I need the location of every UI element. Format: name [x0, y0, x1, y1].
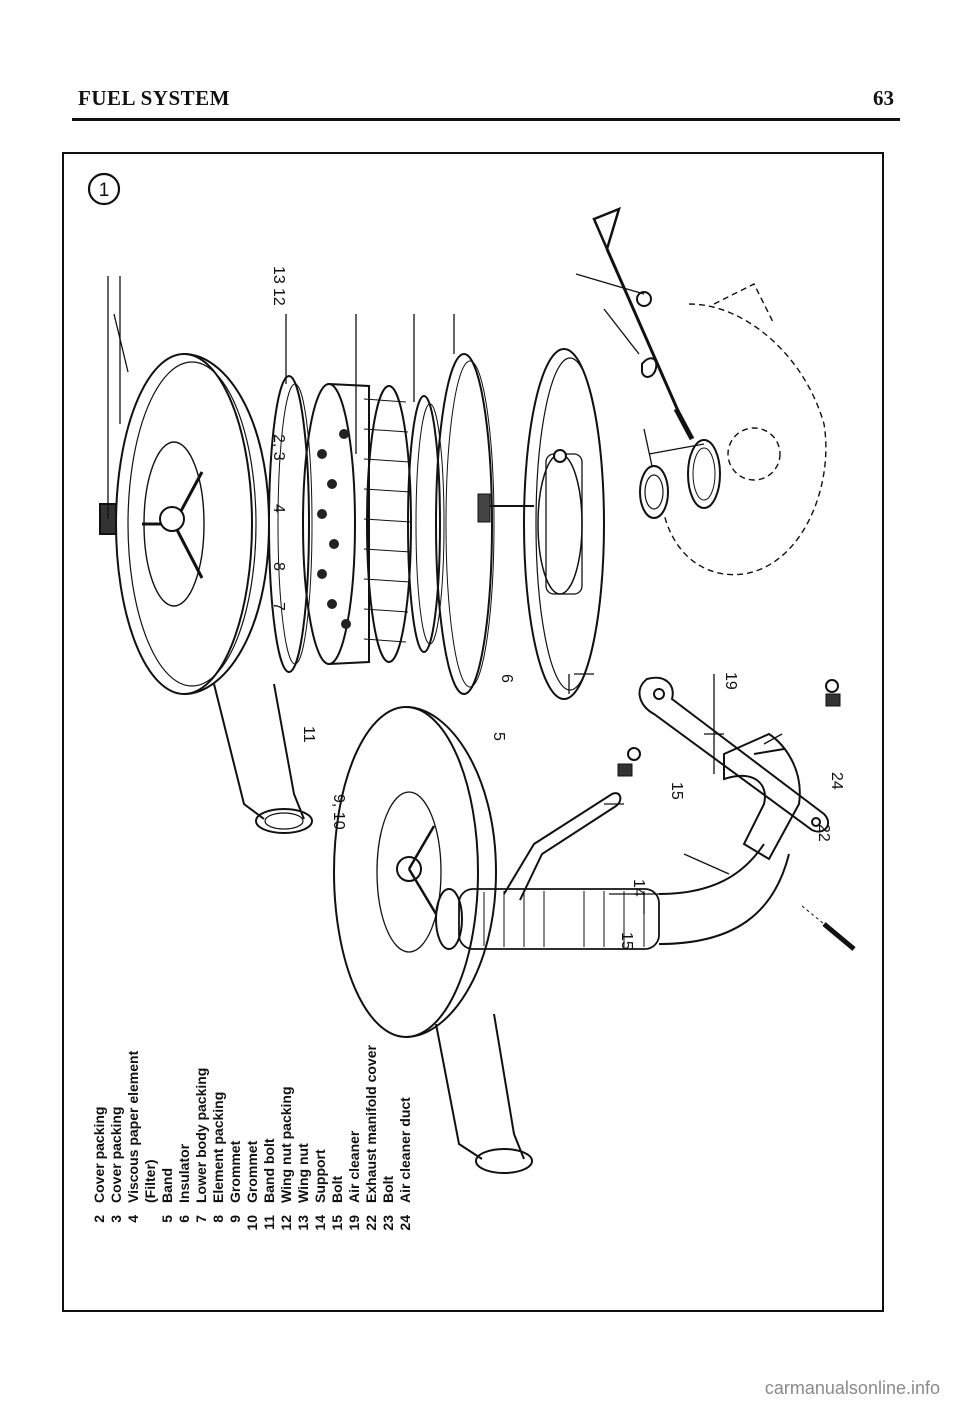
lower-body-packing-drawing: [435, 353, 495, 695]
legend-number: 12: [278, 1215, 294, 1231]
legend-text: Insulator: [176, 1143, 192, 1203]
page-number: 63: [873, 86, 894, 110]
callout-15-right: 15: [618, 932, 635, 950]
figure-number: 1: [87, 172, 121, 206]
insulator-and-band-drawing: [639, 439, 721, 519]
legend-number: 11: [261, 1215, 277, 1230]
lower-body-drawing: [477, 348, 605, 700]
legend-text: Element packing: [210, 1092, 226, 1203]
callout-numbers: 13 12 2, 3 4 8 7 11 9, 10 6 5 14 15 15 1…: [270, 266, 845, 950]
legend-number: 3: [108, 1215, 124, 1223]
callout-24: 24: [828, 772, 845, 790]
bolt-23-drawing: [801, 905, 856, 951]
figure-frame: 1: [62, 152, 884, 1312]
callout-7: 7: [270, 602, 287, 611]
legend-text: Band: [159, 1168, 175, 1203]
carburetor-outline: [663, 283, 827, 576]
legend-number: 10: [244, 1215, 260, 1231]
legend-text: Support: [312, 1149, 328, 1203]
legend-text: Lower body packing: [193, 1068, 209, 1203]
exploded-diagram: 1: [87, 172, 856, 1231]
legend-text: Air cleaner duct: [397, 1097, 413, 1203]
legend-text: Air cleaner: [346, 1130, 362, 1203]
cover-packing-drawing: [268, 375, 313, 673]
legend-number: 23: [380, 1215, 396, 1231]
callout-9-10: 9, 10: [330, 794, 347, 830]
assembled-air-cleaner-drawing: [333, 706, 622, 1174]
legend-number: 13: [295, 1215, 311, 1231]
legend-number: 2: [91, 1215, 107, 1223]
callout-11: 11: [300, 726, 317, 743]
legend-text: Viscous paper element: [125, 1050, 141, 1203]
support-bolts-drawing: [617, 679, 841, 777]
legend-number: 24: [397, 1215, 413, 1231]
page-header: FUEL SYSTEM 63: [72, 86, 900, 121]
legend-text: Bolt: [329, 1175, 345, 1203]
element-packing-drawing: [407, 395, 445, 653]
callout-12: 12: [270, 288, 287, 306]
legend-text: Cover packing: [91, 1107, 107, 1203]
paper-element-drawing: [302, 383, 412, 665]
legend-text: Band bolt: [261, 1138, 277, 1203]
legend-number: 22: [363, 1215, 379, 1231]
exhaust-manifold-cover-drawing: [723, 732, 801, 861]
legend-text: Exhaust manifold cover: [363, 1045, 379, 1203]
legend-number: 7: [193, 1215, 209, 1223]
legend-number: 19: [346, 1215, 362, 1231]
legend-number: 14: [312, 1215, 328, 1231]
callout-22: 22: [815, 824, 832, 842]
legend-number: 5: [159, 1215, 175, 1223]
callout-2-3: 2, 3: [270, 434, 287, 461]
legend-text: (Filter): [142, 1159, 158, 1203]
legend-number: 15: [329, 1215, 345, 1231]
support-drawing: [638, 676, 830, 833]
parts-legend: 2 Cover packing 3 Cover packing 4 Viscous pap…: [91, 1045, 413, 1231]
legend-number: 9: [227, 1215, 243, 1223]
legend-number: 8: [210, 1215, 226, 1223]
legend-text: Cover packing: [108, 1107, 124, 1203]
watermark: carmanualsonline.info: [764, 1378, 940, 1398]
band-bolt-drawing: [592, 206, 695, 441]
legend-text: Grommet: [244, 1140, 260, 1203]
callout-4: 4: [270, 504, 287, 513]
callout-6: 6: [498, 674, 515, 683]
callout-19: 19: [722, 672, 739, 690]
callout-15-left: 15: [668, 782, 685, 800]
legend-number: 4: [125, 1215, 141, 1223]
legend-number: 6: [176, 1215, 192, 1223]
legend-text: Wing nut packing: [278, 1086, 294, 1203]
callout-leaders: [107, 273, 783, 914]
callout-13: 13: [270, 266, 287, 284]
callout-8: 8: [270, 562, 287, 571]
legend-text: Bolt: [380, 1175, 396, 1203]
legend-text: Wing nut: [295, 1143, 311, 1203]
callout-14: 14: [630, 879, 647, 897]
section-title: FUEL SYSTEM: [78, 86, 230, 110]
callout-5: 5: [490, 732, 507, 741]
figure-number-label: 1: [99, 180, 110, 201]
legend-text: Grommet: [227, 1140, 243, 1203]
